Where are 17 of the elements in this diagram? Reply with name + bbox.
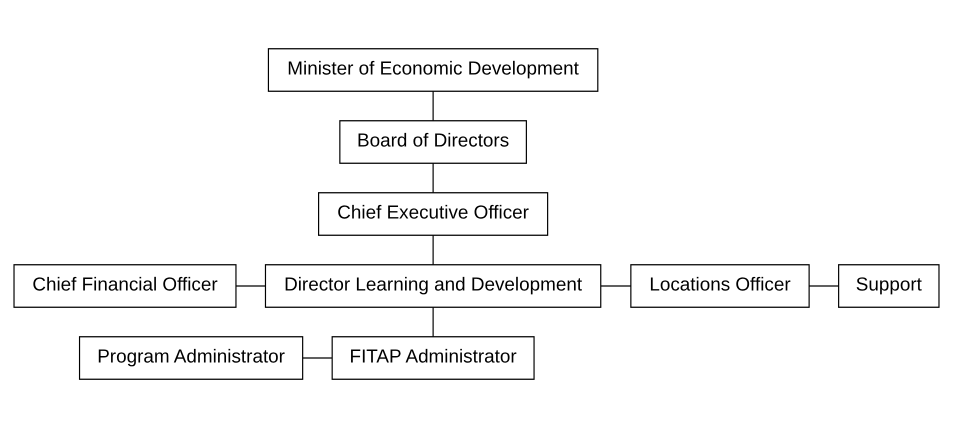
node-box: Board of Directors: [339, 120, 527, 164]
connector: [432, 164, 434, 192]
node-box: Program Administrator: [78, 336, 304, 380]
connector: [302, 357, 332, 359]
connector: [236, 285, 266, 287]
node-box: Support: [838, 264, 940, 308]
connector: [600, 285, 631, 287]
node-box: FITAP Administrator: [332, 336, 535, 380]
node-box: Locations Officer: [630, 264, 810, 308]
node-box: Director Learning and Development: [264, 264, 602, 308]
connector: [432, 236, 434, 264]
node-box: Minister of Economic Development: [268, 48, 598, 92]
connector: [809, 285, 838, 287]
node-box: Chief Executive Officer: [318, 192, 548, 236]
node-box: Chief Financial Officer: [13, 264, 237, 308]
connector: [432, 308, 434, 336]
connector: [432, 92, 434, 120]
